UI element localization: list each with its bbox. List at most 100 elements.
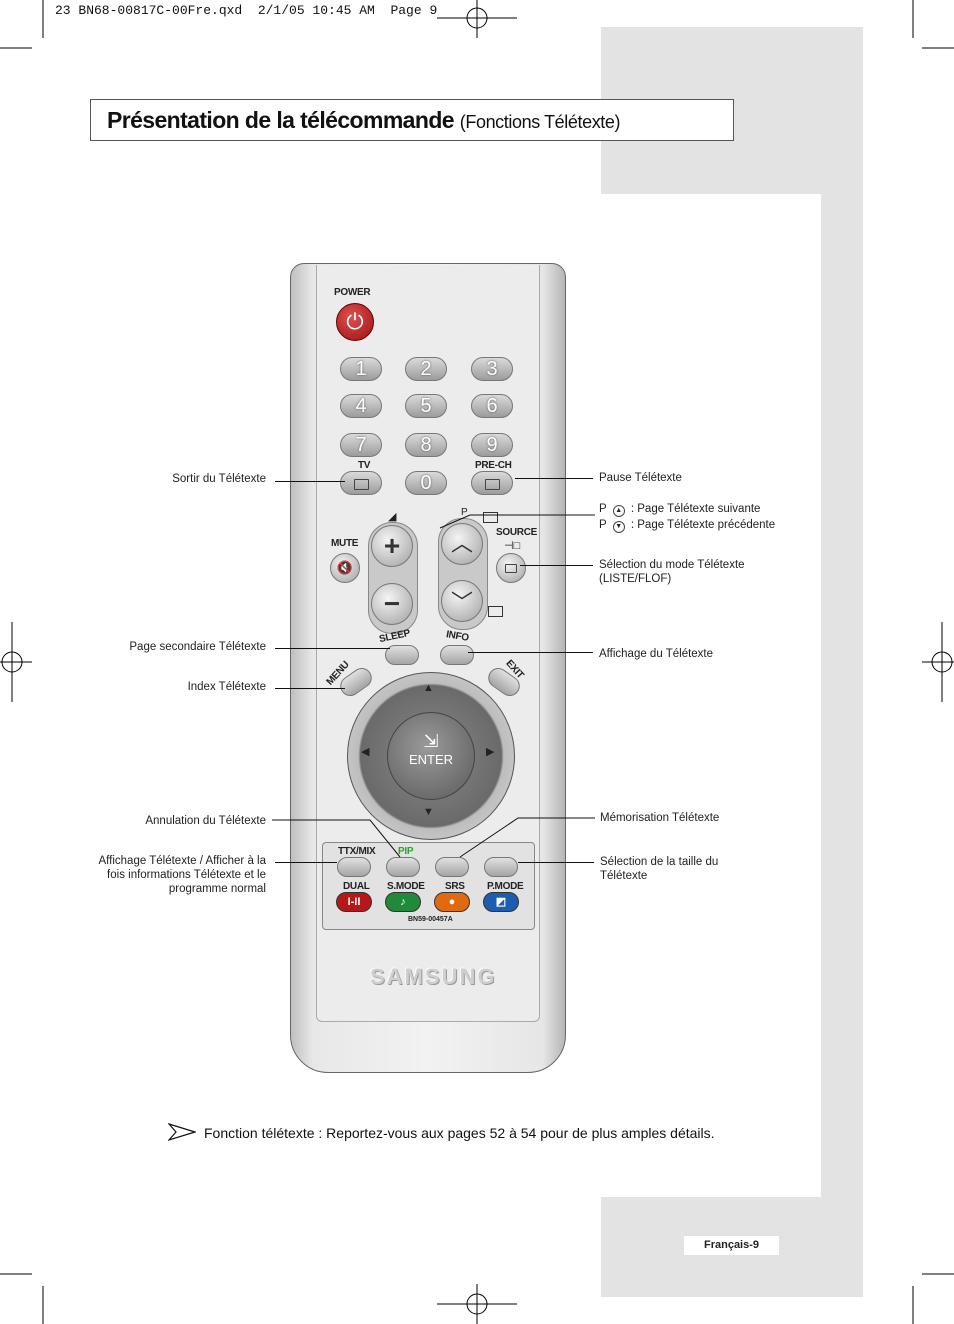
num-4-button[interactable]: 4 [340,394,382,418]
music-note-icon: ♪ [400,896,406,908]
smode-button[interactable]: ♪ [385,892,421,912]
teletext-mode-icon [505,564,517,573]
num-3-button[interactable]: 3 [471,357,513,381]
store-button[interactable] [435,857,469,877]
title-sub: (Fonctions Télétexte) [459,112,621,132]
label-sortir: Sortir du Télétexte [172,473,266,485]
num-9-button[interactable]: 9 [471,433,513,457]
label-p-down-text: : Page Télétexte précédente [630,519,776,531]
pmode-label: P.MODE [487,881,524,892]
callout-line-annulation [272,819,401,858]
dual-label: DUAL [343,881,370,892]
teletext-page-down-icon [488,606,503,617]
pip-label: PIP [398,846,414,857]
chevron-up-icon: ▲ [612,505,625,517]
power-button[interactable]: ⏻ [336,303,374,341]
dpad-up-button[interactable]: ▲ [423,682,434,694]
callout-line-taille [518,862,594,863]
power-label: POWER [334,287,371,298]
label-p-down-prefix: P [599,519,607,531]
sleep-button[interactable] [385,645,419,665]
prech-label: PRE-CH [475,460,512,471]
srs-label: SRS [445,881,465,892]
picture-icon: ◩ [495,896,507,908]
label-memorisation: Mémorisation Télétexte [600,812,720,824]
channel-label: P [461,507,468,518]
source-icon: ⊣□ [504,540,521,552]
callout-line-page-secondaire [275,648,390,649]
brand-logo: SAMSUNG [370,964,497,989]
function-panel [322,842,535,930]
tv-screen-icon [353,479,369,490]
dual-button[interactable]: I-II [336,892,372,912]
teletext-page-up-icon [483,512,498,523]
mute-button[interactable]: 🔇 [330,553,360,583]
num-1-button[interactable]: 1 [340,357,382,381]
num-5-button[interactable]: 5 [405,394,447,418]
label-p-up-prefix: P [599,503,607,515]
callout-line-p [439,514,595,529]
teletext-hold-icon [484,479,500,490]
dpad-down-button[interactable]: ▼ [423,806,434,818]
dpad-right-button[interactable]: ▶ [486,746,495,758]
arrow-note-icon [168,1123,196,1141]
srs-icon: ● [448,896,456,908]
label-selection-mode: Sélection du mode Télétexte (LISTE/FLOF) [599,559,745,585]
enter-button[interactable]: ⇲ ENTER [387,712,475,800]
note-text: Fonction télétexte : Reportez-vous aux p… [204,1125,715,1141]
label-p-up-text: : Page Télétexte suivante [630,503,761,515]
label-page-secondaire: Page secondaire Télétexte [129,641,266,653]
label-taille: Sélection de la taille du Télétexte [600,856,719,882]
title-main: Présentation de la télécommande [107,107,455,133]
mute-label: MUTE [331,538,359,549]
pmode-button[interactable]: ◩ [483,892,519,912]
callout-line-sortir [275,481,345,482]
prech-button[interactable] [471,471,513,495]
ttx-label: TTX/MIX [338,846,376,857]
title-box: Présentation de la télécommande (Fonctio… [90,99,734,141]
tv-label: TV [358,460,371,471]
label-pause: Pause Télétexte [599,472,682,484]
info-button[interactable] [440,645,474,665]
volume-icon: ◢ [388,511,397,523]
smode-label: S.MODE [387,881,425,892]
decor-panel-side [821,194,863,1197]
label-affichage: Affichage du Télétexte [599,648,714,660]
volume-down-button[interactable]: − [371,583,413,625]
label-affichage-mix: Affichage Télétexte / Afficher à la fois… [98,855,267,895]
dual-symbol: I-II [347,896,361,908]
callout-line-memorisation [459,817,595,858]
ttx-mix-button[interactable] [337,857,371,877]
channel-up-button[interactable]: ︿ [441,523,483,565]
num-7-button[interactable]: 7 [340,433,382,457]
pip-button[interactable] [386,857,420,877]
num-2-button[interactable]: 2 [405,357,447,381]
channel-down-button[interactable]: ﹀ [441,580,483,622]
volume-up-button[interactable]: + [371,525,413,567]
print-header: 23 BN68-00817C-00Fre.qxd 2/1/05 10:45 AM… [55,3,438,18]
label-p-up: P ▲ : Page Télétexte suivante [599,502,760,517]
enter-label: ENTER [408,752,454,767]
size-button[interactable] [484,857,518,877]
tv-button[interactable] [340,471,382,495]
power-icon: ⏻ [346,309,364,334]
label-index: Index Télétexte [187,681,266,693]
callout-line-mix [275,862,337,863]
mute-icon: 🔇 [336,560,354,575]
source-button[interactable] [496,553,526,583]
num-6-button[interactable]: 6 [471,394,513,418]
page-title: Présentation de la télécommande (Fonctio… [107,107,621,134]
chevron-down-icon: ▼ [612,521,625,533]
page-number: Français-9 [684,1236,779,1255]
num-0-button[interactable]: 0 [405,471,447,495]
callout-line-pause [515,478,593,479]
callout-line-index [275,688,345,689]
model-number: BN59-00457A [408,916,453,923]
label-p-down: P ▼ : Page Télétexte précédente [599,518,775,533]
callout-line-affichage [468,652,593,653]
enter-icon: ⇲ [423,731,439,751]
dpad-left-button[interactable]: ◀ [361,746,370,758]
srs-button[interactable]: ● [434,892,470,912]
num-8-button[interactable]: 8 [405,433,447,457]
